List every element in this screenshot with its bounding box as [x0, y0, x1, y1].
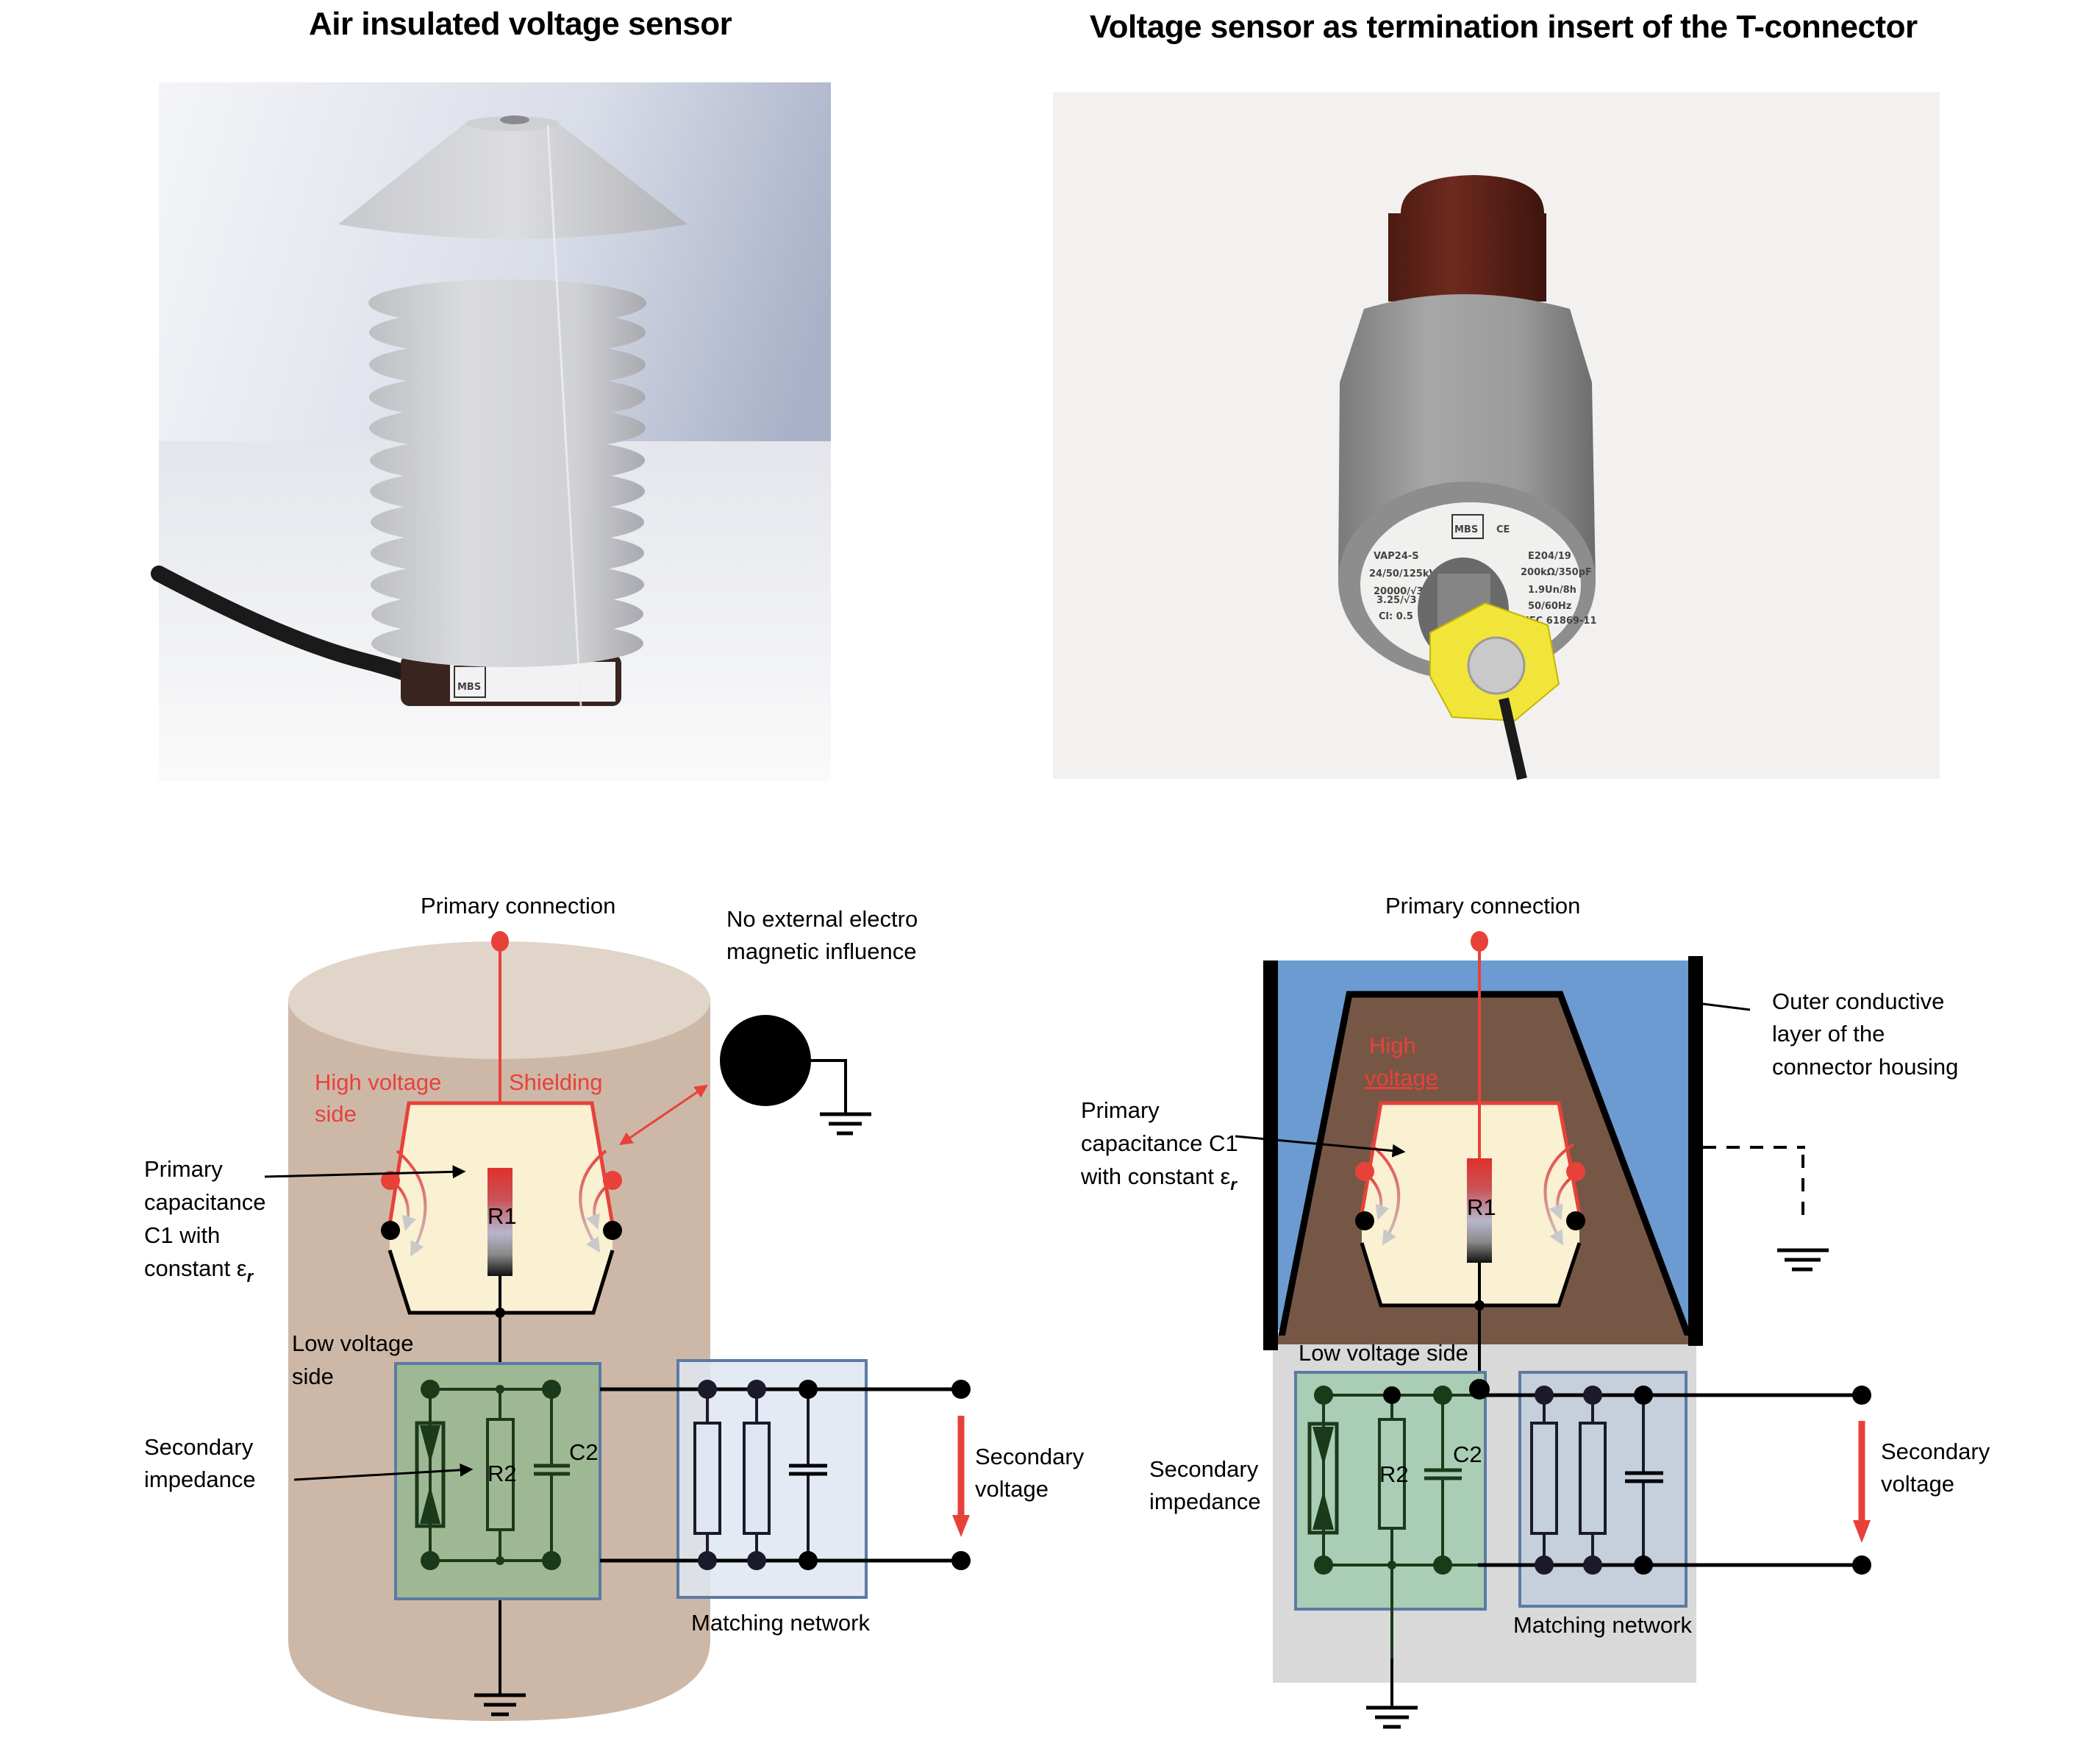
- plate-ce-mark: CE: [1496, 524, 1510, 535]
- label-shielding: Shielding: [509, 1069, 603, 1095]
- label-c2-right: C2: [1453, 1441, 1482, 1467]
- output-terminal-bottom: [951, 1551, 971, 1570]
- label-secondary-voltage-line1: Secondary: [975, 1444, 1085, 1469]
- label-primary-cap-line2: capacitance: [144, 1189, 265, 1215]
- label-r1: R1: [488, 1203, 517, 1229]
- secondary-voltage-arrow: [952, 1515, 970, 1537]
- output-terminal-top: [951, 1380, 971, 1399]
- secondary-voltage-arrow-right: [1853, 1520, 1871, 1543]
- label-outer-layer-line1: Outer conductive: [1772, 988, 1944, 1014]
- plate-frequency: 50/60Hz: [1528, 601, 1571, 612]
- sensor-sheds: [368, 279, 646, 667]
- label-secondary-voltage-right-line2: voltage: [1881, 1471, 1954, 1497]
- photo-t-connector-sensor: MBS CE VAP24-S 24/50/125kV 20000/√3 3.25…: [1053, 92, 1940, 780]
- label-secondary-impedance-right-line1: Secondary: [1149, 1456, 1259, 1482]
- plate-number: E204/19: [1528, 551, 1571, 562]
- label-high-voltage-line2: voltage: [1365, 1065, 1438, 1091]
- output-terminal-bottom-right: [1852, 1555, 1871, 1575]
- matching-resistor-2: [743, 1422, 771, 1535]
- sensor-rain-cone: [338, 124, 688, 239]
- label-primary-connection-right: Primary connection: [1385, 893, 1580, 919]
- primary-terminal: [491, 931, 509, 952]
- label-no-external-line2: magnetic influence: [726, 938, 917, 964]
- output-terminal-top-right: [1852, 1386, 1871, 1405]
- label-secondary-impedance-right-line2: impedance: [1149, 1489, 1261, 1514]
- label-primary-connection: Primary connection: [421, 893, 615, 919]
- shielding-electrode: [388, 1101, 615, 1225]
- housing-wall-left: [1263, 960, 1278, 1350]
- surge-arrester: [415, 1421, 446, 1528]
- label-outer-layer-line2: layer of the: [1772, 1021, 1885, 1047]
- label-secondary-voltage-right-line1: Secondary: [1881, 1439, 1990, 1464]
- resistor-r1: [488, 1168, 512, 1276]
- plate-vf: 1.9Un/8h: [1528, 585, 1576, 596]
- label-r2: R2: [488, 1461, 517, 1486]
- lv-electrode-right: [1360, 1242, 1582, 1308]
- ground-symbol-right: [1366, 1658, 1418, 1729]
- hv-electrode-right: [1360, 1101, 1582, 1214]
- label-high-voltage-side-line2: side: [315, 1101, 357, 1127]
- label-primary-cap-line1: Primary: [144, 1156, 223, 1182]
- earth-bolt: [1467, 636, 1526, 695]
- label-secondary-impedance-line2: impedance: [144, 1466, 256, 1492]
- plate-impedance: 200kΩ/350pF: [1521, 567, 1592, 578]
- ground-symbol-external: [820, 1112, 871, 1136]
- label-low-voltage-side-right: Low voltage side: [1299, 1340, 1468, 1366]
- label-matching-network-right: Matching network: [1513, 1612, 1692, 1638]
- label-primary-cap-line4: constant εr: [144, 1255, 254, 1286]
- label-c2: C2: [569, 1439, 599, 1465]
- label-primary-cap-right-line2: capacitance C1: [1081, 1130, 1238, 1156]
- housing-wall-right: [1688, 956, 1703, 1346]
- diagram-t-connector: Primary connection Outer conductive laye…: [1080, 893, 1990, 1729]
- label-r1-right: R1: [1467, 1194, 1496, 1220]
- pointer-outer-layer: [1702, 1002, 1751, 1011]
- plate-brand: MBS: [1454, 524, 1478, 535]
- surge-arrester-right: [1307, 1422, 1339, 1535]
- photo-air-insulated-sensor: MBS: [151, 82, 831, 781]
- plate-ratio: 20000/√3: [1374, 586, 1424, 597]
- label-no-external-line1: No external electro: [726, 906, 918, 932]
- label-low-voltage-side-line1: Low voltage: [292, 1330, 413, 1356]
- label-primary-cap-line3: C1 with: [144, 1222, 220, 1248]
- label-high-voltage-side-line1: High voltage: [315, 1069, 441, 1095]
- label-matching-network: Matching network: [691, 1610, 870, 1636]
- label-low-voltage-side-line2: side: [292, 1364, 334, 1389]
- external-conductor: [720, 1015, 811, 1106]
- plate-type: VAP24-S: [1374, 551, 1419, 562]
- title-t-connector-sensor: Voltage sensor as termination insert of …: [1090, 9, 1918, 45]
- matching-resistor-1: [693, 1422, 721, 1535]
- diagram-air-insulated: Primary connection No external electro m…: [144, 893, 1085, 1721]
- housing-earth-connection: [1703, 1146, 1829, 1272]
- pointer-primary-cap: [264, 1165, 466, 1179]
- label-outer-layer-line3: connector housing: [1772, 1054, 1958, 1080]
- resistor-r2: [486, 1418, 515, 1531]
- coupling-arrow: [619, 1084, 708, 1146]
- pointer-secondary-impedance: [293, 1463, 474, 1481]
- label-secondary-voltage-line2: voltage: [975, 1476, 1049, 1502]
- label-high-voltage-line1: High: [1369, 1033, 1416, 1058]
- svg-text:MBS: MBS: [457, 682, 481, 693]
- plate-bil: 24/50/125kV: [1369, 568, 1437, 580]
- resistor-r1-right: [1467, 1158, 1492, 1263]
- sensor-rating-label: [450, 662, 615, 702]
- label-primary-cap-right-line3: with constant εr: [1080, 1163, 1238, 1194]
- primary-terminal-right: [1471, 931, 1488, 952]
- label-primary-cap-right-line1: Primary: [1081, 1097, 1160, 1123]
- label-secondary-impedance-line1: Secondary: [144, 1434, 254, 1460]
- matching-resistor-1-right: [1530, 1422, 1558, 1535]
- plate-ratio-secondary: 3.25/√3: [1376, 595, 1417, 606]
- ground-symbol-sensor: [474, 1693, 526, 1717]
- pointer-primary-cap-right: [1235, 1135, 1406, 1158]
- title-air-insulated-sensor: Air insulated voltage sensor: [309, 6, 732, 42]
- plate-class: Cl: 0.5: [1379, 611, 1413, 622]
- label-r2-right: R2: [1379, 1461, 1409, 1487]
- matching-resistor-2-right: [1579, 1422, 1607, 1535]
- resistor-r2-right: [1378, 1418, 1406, 1530]
